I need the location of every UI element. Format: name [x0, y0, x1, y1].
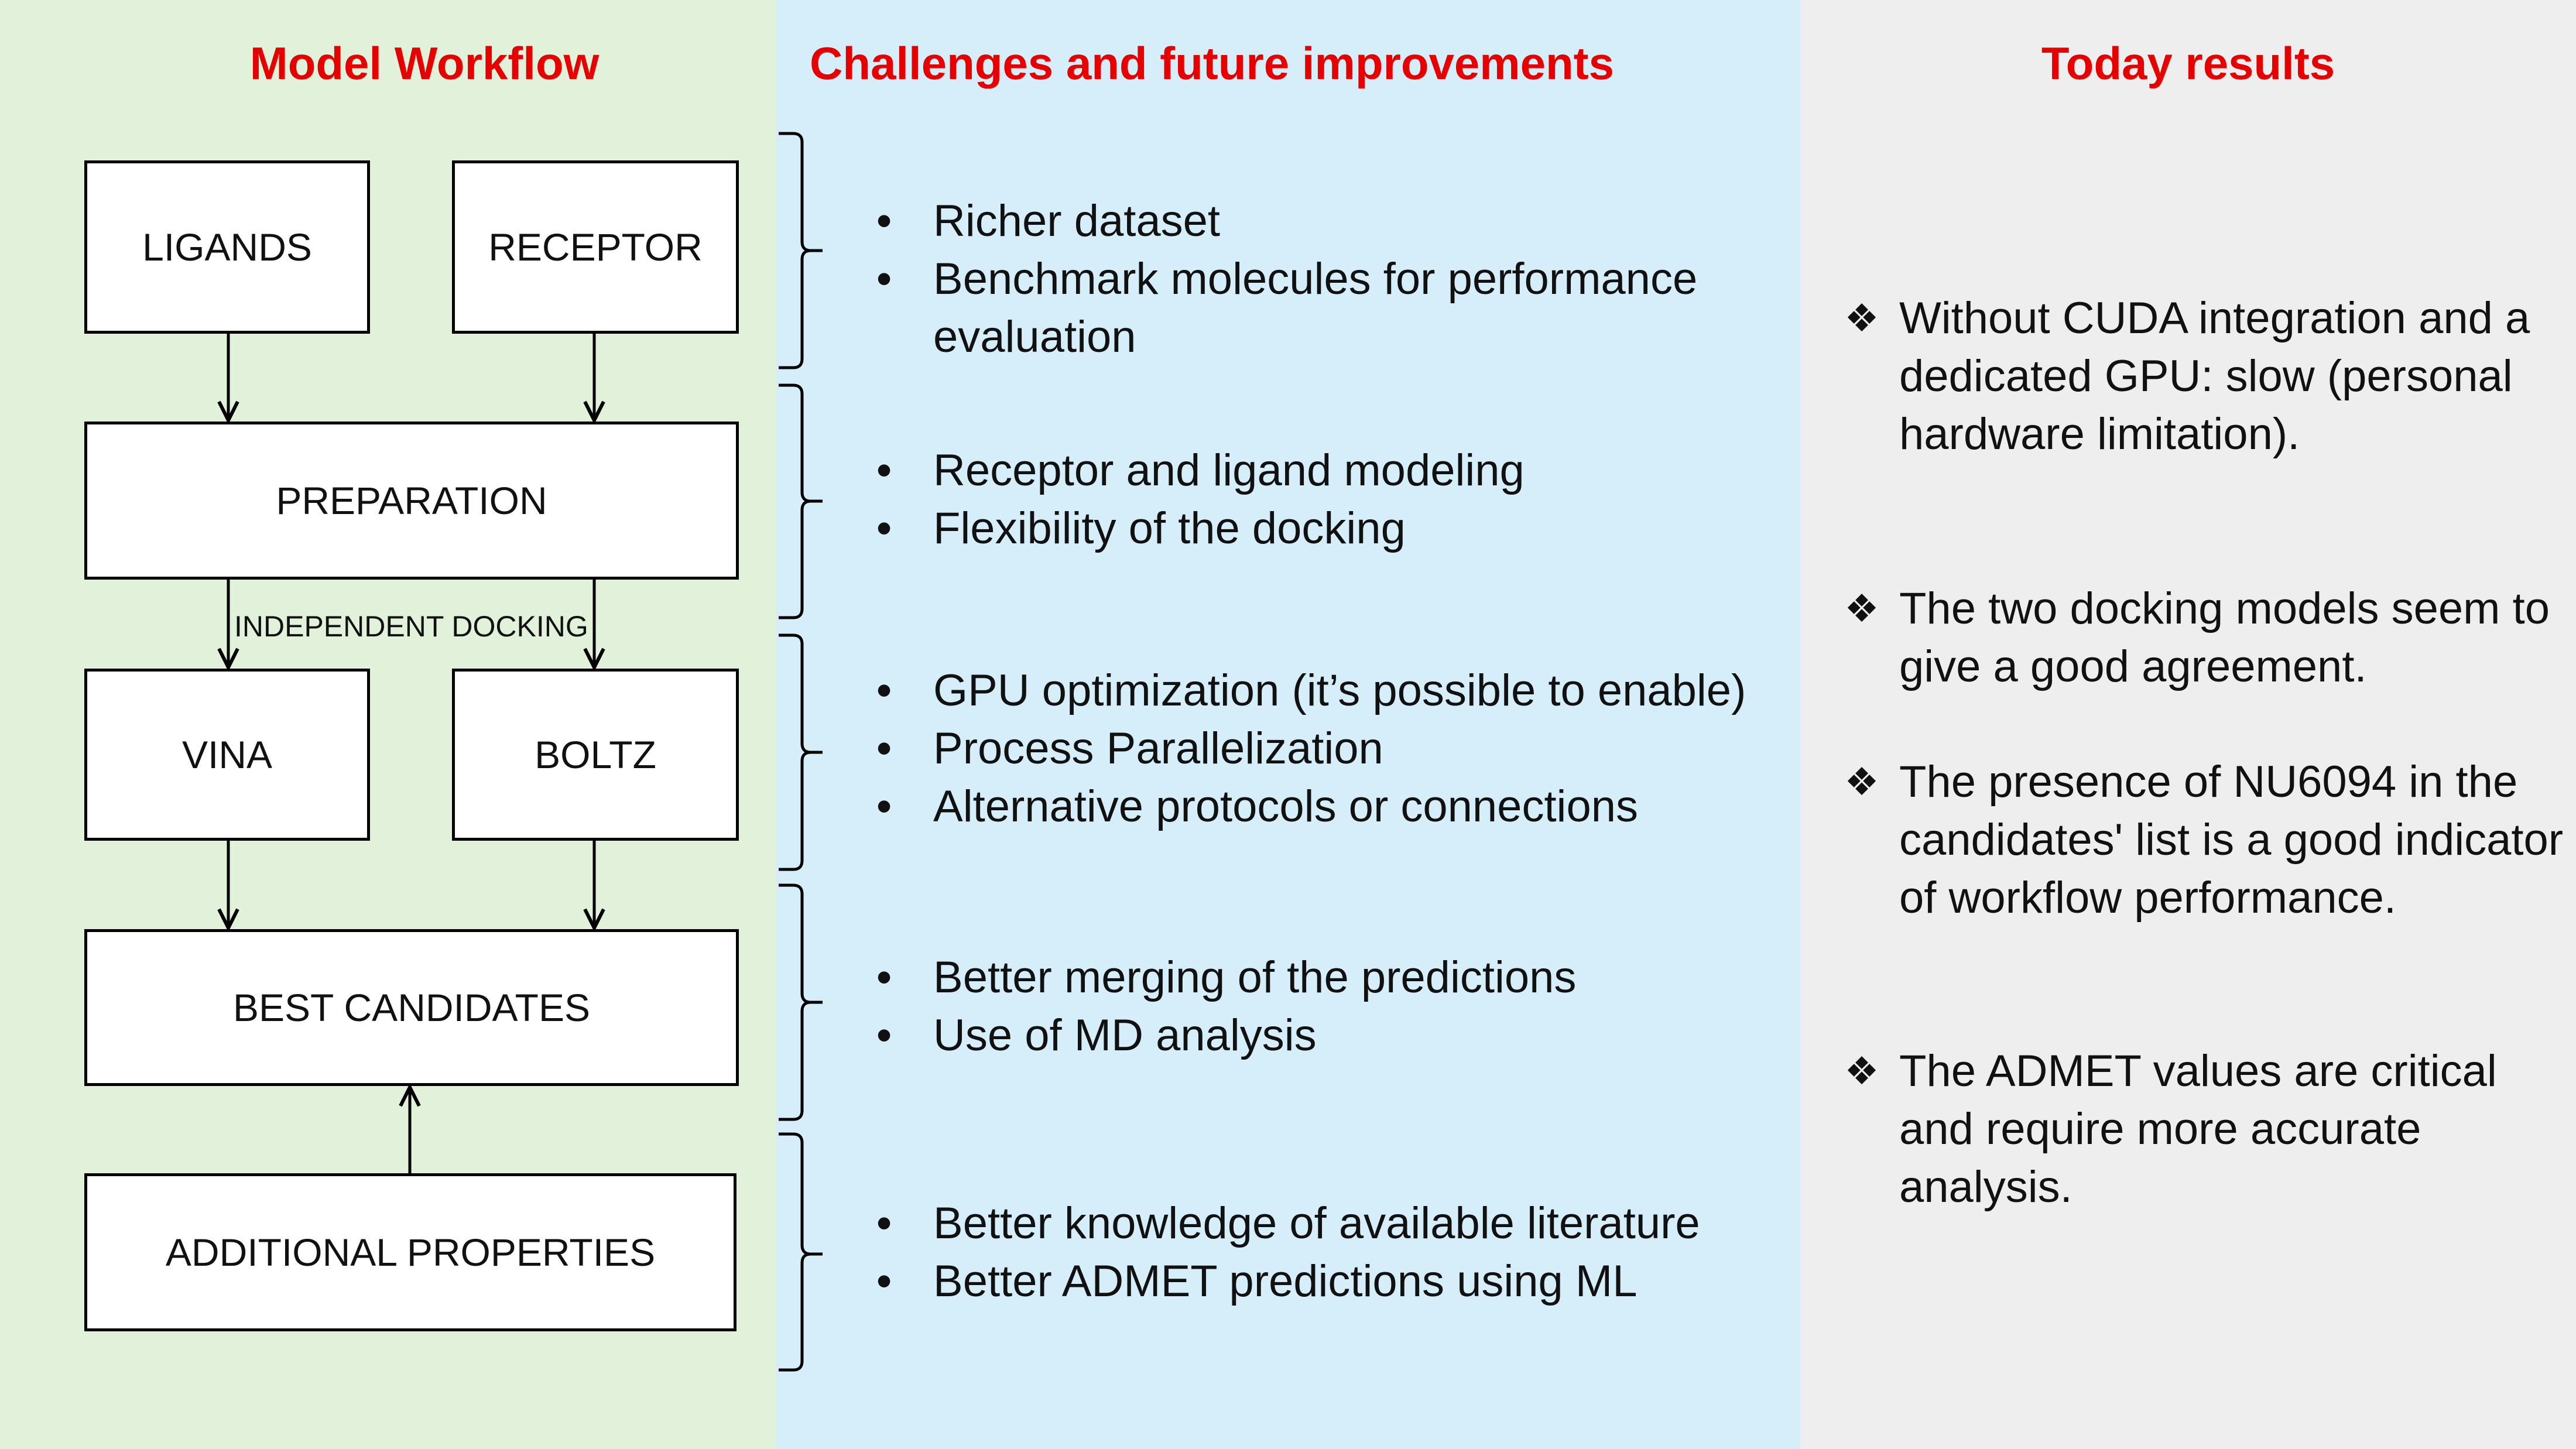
receptor-box: RECEPTOR	[452, 160, 739, 334]
challenge-item-text: Process Parallelization	[933, 724, 1383, 773]
workflow-heading: Model Workflow	[249, 37, 600, 89]
bullet-dot: •	[876, 724, 892, 773]
bullet-dot: •	[876, 1198, 892, 1248]
challenge-item: • Alternative protocols or connections	[866, 777, 1791, 835]
challenge-item-text: Better ADMET predictions using ML	[933, 1256, 1638, 1306]
bullet-dot: •	[876, 1256, 892, 1306]
challenge-item: • Receptor and ligand modeling	[866, 441, 1791, 499]
challenges-column	[776, 0, 1800, 1449]
four-diamond-icon: ❖	[1844, 759, 1879, 804]
bullet-dot: •	[876, 196, 892, 246]
preparation-box: PREPARATION	[84, 422, 739, 580]
challenge-item-text: Better merging of the predictions	[933, 953, 1577, 1002]
result-item-text: The two docking models seem to give a go…	[1899, 584, 2550, 691]
additional-properties-box: ADDITIONAL PROPERTIES	[84, 1173, 737, 1331]
challenge-item-text: Richer dataset	[933, 196, 1221, 246]
bullet-dot: •	[876, 1010, 892, 1060]
results-column	[1800, 0, 2576, 1449]
four-diamond-icon: ❖	[1844, 586, 1879, 631]
vina-box: VINA	[84, 669, 370, 841]
four-diamond-icon: ❖	[1844, 296, 1879, 341]
challenge-item-text: Benchmark molecules for performance eval…	[933, 254, 1698, 362]
challenge-item: • Richer dataset	[866, 192, 1791, 250]
challenge-item-text: Use of MD analysis	[933, 1010, 1317, 1060]
challenge-group-2: • Receptor and ligand modeling • Flexibili…	[866, 441, 1791, 557]
challenge-item: • Better ADMET predictions using ML	[866, 1252, 1791, 1310]
challenge-group-5: • Better knowledge of available literatur…	[866, 1194, 1791, 1310]
result-item: ❖ The two docking models seem to give a …	[1838, 580, 2570, 696]
challenge-item: • Flexibility of the docking	[866, 499, 1791, 557]
result-item: ❖ The ADMET values are critical and requ…	[1838, 1042, 2570, 1216]
challenge-item: • GPU optimization (it’s possible to enab…	[866, 662, 1791, 720]
challenge-item-text: Flexibility of the docking	[933, 503, 1406, 553]
challenge-item: • Use of MD analysis	[866, 1006, 1791, 1064]
ligands-box: LIGANDS	[84, 160, 370, 334]
result-item: ❖ Without CUDA integration and a dedicat…	[1838, 289, 2570, 463]
result-item-text: The ADMET values are critical and requir…	[1899, 1046, 2497, 1212]
result-item: ❖ The presence of NU6094 in the candidat…	[1838, 753, 2570, 927]
challenge-item: • Better merging of the predictions	[866, 948, 1791, 1006]
bullet-dot: •	[876, 503, 892, 553]
bullet-dot: •	[876, 446, 892, 495]
result-item-text: The presence of NU6094 in the candidates…	[1899, 757, 2564, 923]
challenges-heading: Challenges and future improvements	[810, 37, 1614, 89]
challenge-item-text: GPU optimization (it’s possible to enabl…	[933, 666, 1746, 715]
challenge-group-3: • GPU optimization (it’s possible to enab…	[866, 662, 1791, 835]
four-diamond-icon: ❖	[1844, 1049, 1879, 1094]
result-item-text: Without CUDA integration and a dedicated…	[1899, 293, 2530, 459]
bullet-dot: •	[876, 666, 892, 715]
challenge-group-1: • Richer dataset • Benchmark molecules for…	[866, 192, 1791, 366]
challenge-group-4: • Better merging of the predictions • Use …	[866, 948, 1791, 1064]
challenge-item: • Better knowledge of available literatur…	[866, 1194, 1791, 1252]
boltz-box: BOLTZ	[452, 669, 739, 841]
challenge-item: • Benchmark molecules for performance eva…	[866, 250, 1791, 366]
bullet-dot: •	[876, 254, 892, 304]
challenge-item-text: Receptor and ligand modeling	[933, 446, 1525, 495]
best-candidates-box: BEST CANDIDATES	[84, 929, 739, 1086]
results-heading: Today results	[2041, 37, 2335, 89]
challenge-item-text: Better knowledge of available literature	[933, 1198, 1700, 1248]
independent-docking-label: INDEPENDENT DOCKING	[234, 610, 588, 643]
bullet-dot: •	[876, 782, 892, 831]
challenge-item-text: Alternative protocols or connections	[933, 782, 1638, 831]
challenge-item: • Process Parallelization	[866, 720, 1791, 777]
bullet-dot: •	[876, 953, 892, 1002]
